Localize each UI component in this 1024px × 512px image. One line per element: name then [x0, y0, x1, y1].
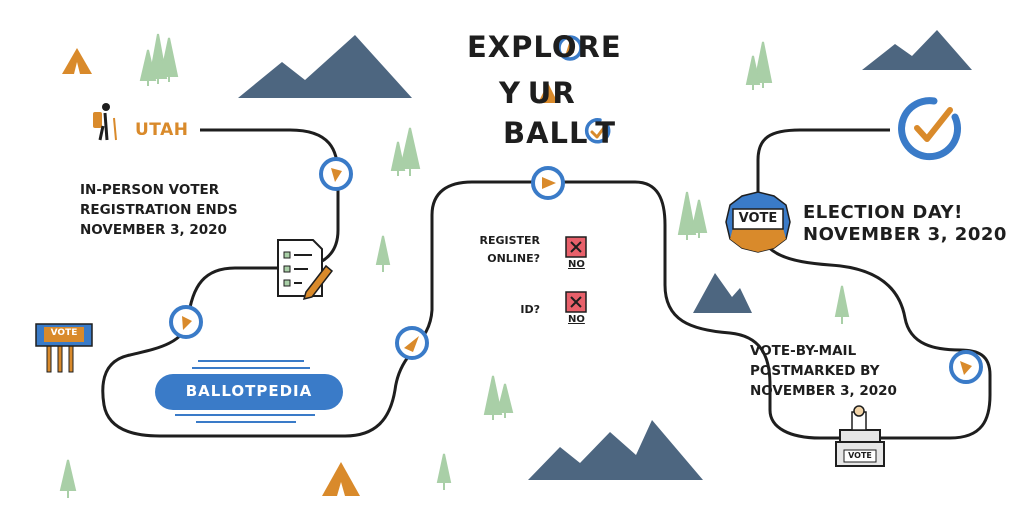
ballot-box-icon: [835, 405, 885, 467]
vote-by-mail-line-2: POSTMARKED BY: [750, 363, 880, 379]
checklist-icon: [277, 239, 334, 301]
inperson-line-1: IN-PERSON VOTER: [80, 182, 220, 198]
election-day-date: NOVEMBER 3, 2020: [803, 224, 1007, 245]
ballotpedia-logo[interactable]: BALLOTPEDIA: [185, 382, 313, 400]
compass-marker-4: [531, 166, 565, 200]
no-badge-register-icon: [565, 236, 587, 258]
vote-by-mail: VOTE-BY-MAIL POSTMARKED BY NOVEMBER 3, 2…: [750, 341, 897, 401]
vote-rosette-text: VOTE: [738, 211, 778, 226]
mountains-top-center: [238, 35, 412, 98]
vote-by-mail-line-3: NOVEMBER 3, 2020: [750, 383, 897, 399]
trees: [59, 33, 850, 498]
hiker-icon: [93, 103, 117, 141]
title-line-3: BALL T: [503, 116, 617, 150]
inperson-line-3: NOVEMBER 3, 2020: [80, 222, 227, 238]
vote-by-mail-line-1: VOTE-BY-MAIL: [750, 343, 857, 359]
mountains-top-right: [862, 30, 972, 70]
register-online-question: REGISTER ONLINE?: [470, 232, 540, 268]
mountains-right-middle: [693, 273, 752, 313]
title-line-2: Y UR: [499, 76, 576, 110]
title-check-o-icon: [584, 118, 611, 144]
title-compass-o-icon: [557, 35, 583, 61]
no-badge-id-icon: [565, 291, 587, 313]
election-day: ELECTION DAY! NOVEMBER 3, 2020: [803, 202, 1007, 246]
election-day-title: ELECTION DAY!: [803, 202, 963, 223]
id-question: ID?: [520, 303, 540, 316]
id-answer: NO: [568, 314, 585, 325]
inperson-line-2: REGISTRATION ENDS: [80, 202, 238, 218]
compass-marker-3: [395, 326, 429, 360]
ballot-box-text: VOTE: [848, 451, 872, 460]
title-tent-o-icon: [538, 83, 558, 103]
tent-top-left: [62, 48, 92, 74]
mountains-bottom-center: [528, 420, 703, 480]
vote-sign: [35, 323, 93, 373]
checkmark-circle-icon: [898, 97, 962, 161]
vote-sign-text: VOTE: [50, 328, 78, 338]
title-line-1: EXPLORE: [467, 30, 622, 64]
register-online-line-2: ONLINE?: [487, 252, 540, 265]
tent-bottom: [322, 462, 360, 496]
state-name: UTAH: [135, 120, 189, 140]
ballotpedia-pond: [155, 360, 343, 423]
vote-rosette-icon: [725, 191, 791, 253]
compass-marker-2: [169, 305, 203, 339]
inperson-deadline: IN-PERSON VOTER REGISTRATION ENDS NOVEMB…: [80, 180, 238, 240]
register-online-answer: NO: [568, 259, 585, 270]
compass-marker-1: [319, 157, 353, 191]
register-online-line-1: REGISTER: [479, 234, 540, 247]
compass-marker-5: [949, 350, 983, 384]
